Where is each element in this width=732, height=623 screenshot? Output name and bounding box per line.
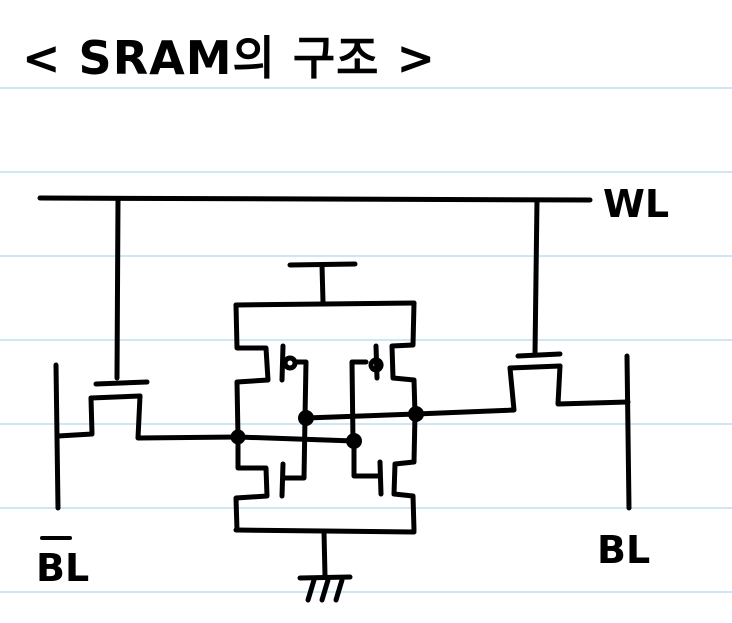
nmos-right-outer [391, 411, 418, 533]
pmos-right-gate-lead [349, 359, 369, 445]
access-transistor-right-channel [507, 363, 563, 371]
wl-tap-right [532, 197, 540, 357]
pmos-left-gate [279, 343, 286, 383]
access-transistor-left-channel [88, 393, 143, 401]
word-line-label: WL [603, 182, 670, 226]
access-transistor-left-gate [93, 379, 150, 387]
bit-line-bar-label: BL [36, 546, 90, 590]
ground-bar [297, 574, 353, 581]
ground-hatch [305, 577, 345, 603]
junction-dot-right [408, 406, 424, 422]
wl-tap-left [114, 196, 121, 381]
access-transistor-right-gate [515, 351, 563, 359]
pmos-left-bubble [282, 355, 298, 371]
nmos-left-gate-lead [280, 415, 308, 481]
pmos-left-outer [233, 302, 271, 440]
cross-wire-lower [235, 434, 357, 444]
vdd-stem [319, 262, 326, 305]
bit-line-bar-overline [40, 536, 72, 540]
nmos-right-gate-lead [351, 439, 383, 479]
junction-dot-left [230, 429, 246, 445]
access-transistor-right-drain [555, 363, 631, 407]
access-transistor-left-drain [135, 393, 241, 441]
nmos-left-outer [233, 434, 270, 533]
access-transistor-left-source [55, 395, 95, 439]
word-line [37, 195, 593, 203]
pmos-left-gate-lead [293, 359, 309, 421]
page-title: < SRAM의 구조 > [22, 31, 437, 85]
bit-line [624, 353, 632, 511]
vdd-rail [233, 300, 417, 308]
cross-wire-upper [303, 411, 419, 421]
pmos-right-bubble [368, 357, 384, 373]
ground-stem [321, 529, 328, 579]
pmos-right-outer [389, 300, 418, 417]
junction-dot-q [298, 410, 314, 426]
access-transistor-right-source [413, 365, 517, 417]
junction-dot-qbar [346, 433, 362, 449]
bit-line-label: BL [597, 528, 651, 572]
